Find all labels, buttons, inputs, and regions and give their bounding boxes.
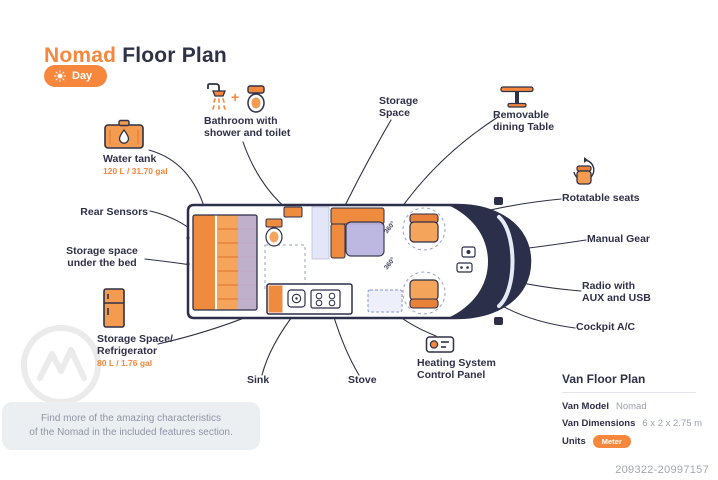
rear-sensor-dot [186,262,190,266]
refrigerator-label: Storage Space/ Refrigerator [97,333,173,358]
rotatable-seat-icon [571,156,597,190]
water-tank-icon [102,119,146,151]
kitchen-area [266,283,353,315]
rotatable-seats-label: Rotatable seats [562,192,640,204]
rear-sensors-label: Rear Sensors [80,206,148,218]
dining-area [330,207,385,259]
dining-table-label: Removable dining Table [493,109,555,134]
storage-under-bed-label: Storage space under the bed [66,245,138,270]
sink-label: Sink [247,374,270,386]
side-mirror [494,317,503,325]
van-model-label: Van Model [562,401,609,412]
shower-icon [204,82,230,114]
watermark-logo [21,325,101,405]
dining-table-icon [499,84,535,110]
units-label: Units [562,436,586,447]
divider [562,392,696,393]
van-model-value: Nomad [615,401,647,412]
water-tank-capacity: 120 L / 31.70 gal [103,166,168,176]
page-title-accent: Nomad [44,44,117,68]
bed-area [192,214,258,311]
heating-label: Heating System Control Panel [417,357,496,382]
heating-control-icon [425,335,455,354]
windshield [497,215,515,308]
heating-system-area [367,289,403,313]
plus-icon: + [231,89,240,105]
manual-gear-label: Manual Gear [587,233,651,245]
refrigerator-capacity: 80 L / 1.76 gal [97,358,153,368]
stove-label: Stove [348,374,377,386]
page-title-rest: Floor Plan [122,44,227,68]
cockpit-area [448,197,530,325]
radio-label: Radio with AUX and USB [582,280,651,305]
cockpit-ac-label: Cockpit A/C [576,321,636,333]
rear-sensor-dot [186,236,190,240]
day-toggle-button[interactable]: Day [44,65,108,87]
refrigerator-icon [100,287,128,329]
storage-space-area [311,206,330,260]
serial-number: 209322-20997157 [615,464,709,476]
units-meter-badge[interactable]: Meter [592,435,631,448]
footer-note: Find more of the amazing characteristics… [2,402,260,450]
van-info-panel: Van Floor Plan Van Model Nomad Van Dimen… [562,372,702,454]
side-mirror [494,197,503,205]
toilet-icon [245,84,267,114]
sun-icon [54,70,66,82]
units-row: Units Meter [562,435,696,448]
van-dimensions-label: Van Dimensions [562,418,636,429]
van-model-row: Van Model Nomad [562,401,696,412]
storage-space-label: Storage Space [379,95,419,120]
van-dimensions-row: Van Dimensions 6 x 2 x 2.75 m [562,418,702,429]
van-dimensions-value: 6 x 2 x 2.75 m [642,418,703,429]
van-info-title: Van Floor Plan [562,372,646,386]
van-floor-plan-illustration: 360° 360° [186,197,532,325]
radio-console [456,262,473,273]
day-toggle-label: Day [72,70,93,82]
water-tank-label: Water tank [103,153,157,165]
bathroom-label: Bathroom with shower and toilet [204,115,291,140]
